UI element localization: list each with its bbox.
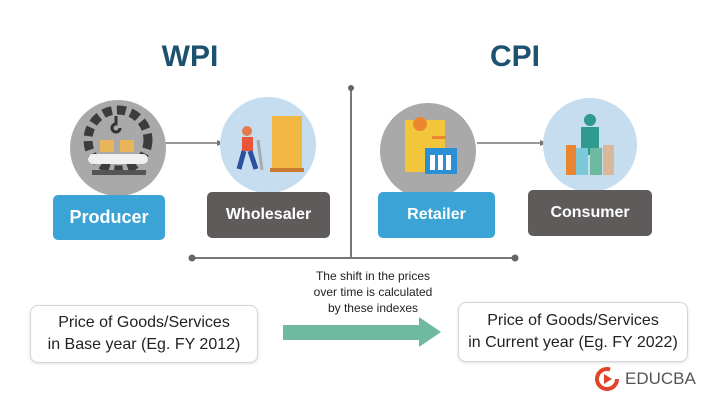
current-price-line: in Current year (Eg. FY 2022) bbox=[468, 334, 678, 351]
warehouse-worker-icon bbox=[220, 97, 316, 193]
green-arrow-body bbox=[283, 325, 421, 340]
retail-store-icon bbox=[380, 103, 476, 199]
divider-dot bbox=[348, 85, 354, 91]
cpi-title: CPI bbox=[489, 40, 540, 73]
producer-box: Producer bbox=[53, 195, 165, 240]
wholesaler-box: Wholesaler bbox=[207, 192, 330, 238]
explanation-line: over time is calculated bbox=[313, 285, 433, 299]
consumer-box: Consumer bbox=[528, 190, 652, 236]
explanation-line: by these indexes bbox=[327, 301, 419, 315]
current-price-box: Price of Goods/Services in Current year … bbox=[458, 302, 688, 362]
baseline-dot-left bbox=[188, 254, 196, 262]
wpi-title: WPI bbox=[161, 40, 219, 73]
current-price-line: Price of Goods/Services bbox=[487, 312, 659, 329]
base-price-line: Price of Goods/Services bbox=[58, 314, 230, 331]
explanation-text: The shift in the prices over time is cal… bbox=[283, 268, 463, 316]
base-price-line: in Base year (Eg. FY 2012) bbox=[47, 336, 241, 353]
retailer-box: Retailer bbox=[378, 192, 495, 238]
baseline-dot-right bbox=[511, 254, 519, 262]
educba-logo: EDUCBA bbox=[595, 367, 696, 391]
factory-gear-icon bbox=[70, 100, 166, 196]
educba-logo-text: EDUCBA bbox=[625, 369, 696, 388]
explanation-line: The shift in the prices bbox=[315, 269, 431, 283]
shopper-bags-icon bbox=[543, 98, 637, 192]
base-price-box: Price of Goods/Services in Base year (Eg… bbox=[30, 305, 258, 363]
green-arrowhead bbox=[419, 317, 441, 347]
educba-logo-icon bbox=[595, 367, 619, 391]
